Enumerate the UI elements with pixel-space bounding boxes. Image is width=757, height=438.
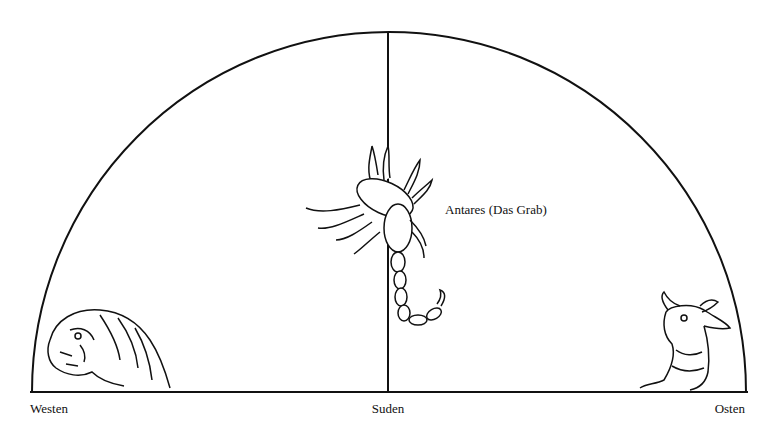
star-label: Antares (Das Grab) [445, 202, 547, 218]
sky-arc [32, 32, 746, 392]
direction-label: Westen [30, 401, 68, 417]
direction-label: Osten [715, 401, 745, 417]
scorpion-figure [306, 146, 445, 325]
goat-figure [640, 292, 730, 390]
direction-label: Suden [372, 401, 405, 417]
lion-figure [48, 310, 170, 388]
